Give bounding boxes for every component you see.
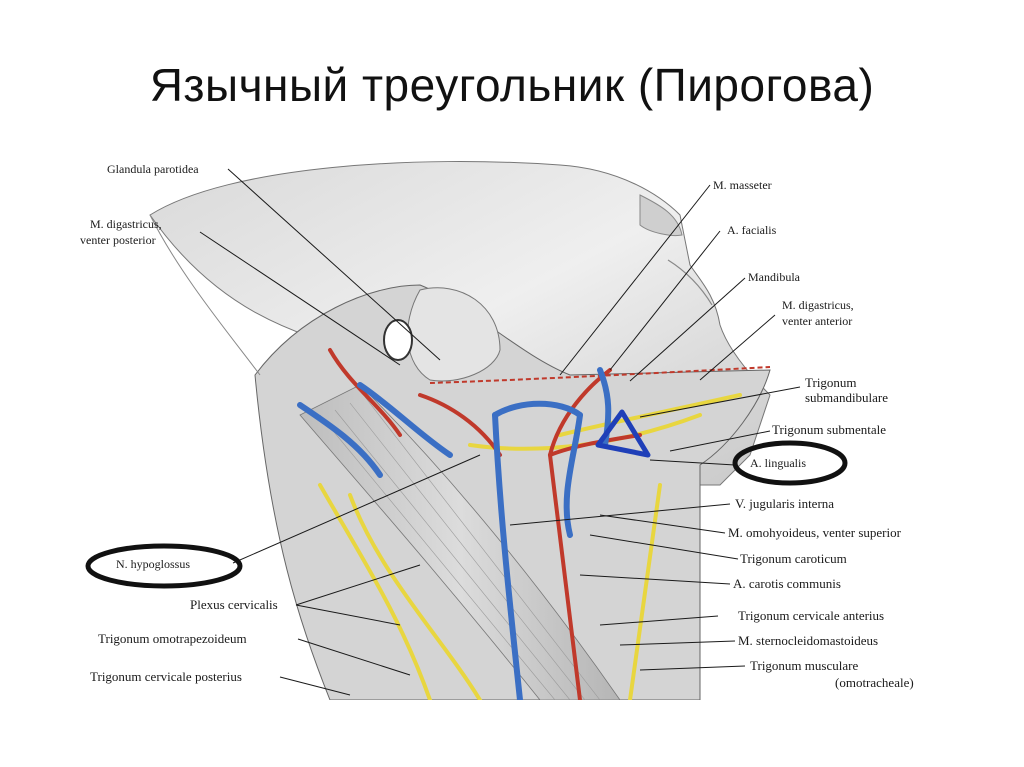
label-trigonum-cervicale-posterius: Trigonum cervicale posterius xyxy=(90,669,242,684)
anatomy-labels: Glandula parotidea M. digastricus, vente… xyxy=(80,162,914,690)
label-facialis: A. facialis xyxy=(727,223,777,237)
label-lingualis: A. lingualis xyxy=(750,456,806,470)
label-digastricus-posterior-line1: M. digastricus, xyxy=(90,217,162,231)
label-jugularis-interna: V. jugularis interna xyxy=(735,496,834,511)
veins xyxy=(297,367,612,700)
highlight-ring-lingualis xyxy=(732,440,848,486)
label-sternocleidomastoideus: M. sternocleidomastoideus xyxy=(738,633,878,648)
slide-title: Язычный треугольник (Пирогова) xyxy=(149,59,875,111)
label-mandibula: Mandibula xyxy=(748,270,801,284)
label-trigonum-submandibulare-line1: Trigonum xyxy=(805,375,857,390)
label-trigonum-musculare-line2: (omotracheale) xyxy=(835,675,914,690)
label-plexus-cervicalis: Plexus cervicalis xyxy=(190,597,278,612)
leader-lines xyxy=(199,168,801,696)
label-digastricus-posterior-line2: venter posterior xyxy=(80,233,156,247)
label-trigonum-cervicale-anterius: Trigonum cervicale anterius xyxy=(738,608,884,623)
neck-anatomy-illustration: Glandula parotidea M. digastricus, vente… xyxy=(80,161,914,700)
label-trigonum-musculare-line1: Trigonum musculare xyxy=(750,658,858,673)
label-hypoglossus: N. hypoglossus xyxy=(116,557,190,571)
label-omohyoideus: M. omohyoideus, venter superior xyxy=(728,525,902,540)
label-trigonum-caroticum: Trigonum caroticum xyxy=(740,551,847,566)
label-trigonum-submentale: Trigonum submentale xyxy=(772,422,886,437)
label-carotis-communis: A. carotis communis xyxy=(733,576,841,591)
label-glandula-parotidea: Glandula parotidea xyxy=(107,162,199,176)
label-trigonum-submandibulare-line2: submandibulare xyxy=(805,390,888,405)
label-digastricus-anterior-line1: M. digastricus, xyxy=(782,298,854,312)
label-trigonum-omotrapezoideum: Trigonum omotrapezoideum xyxy=(98,631,247,646)
label-digastricus-anterior-line2: venter anterior xyxy=(782,314,852,328)
pirogov-triangle-marker xyxy=(595,409,651,458)
highlight-ring-hypoglossus xyxy=(85,543,243,589)
label-masseter: M. masseter xyxy=(713,178,772,192)
